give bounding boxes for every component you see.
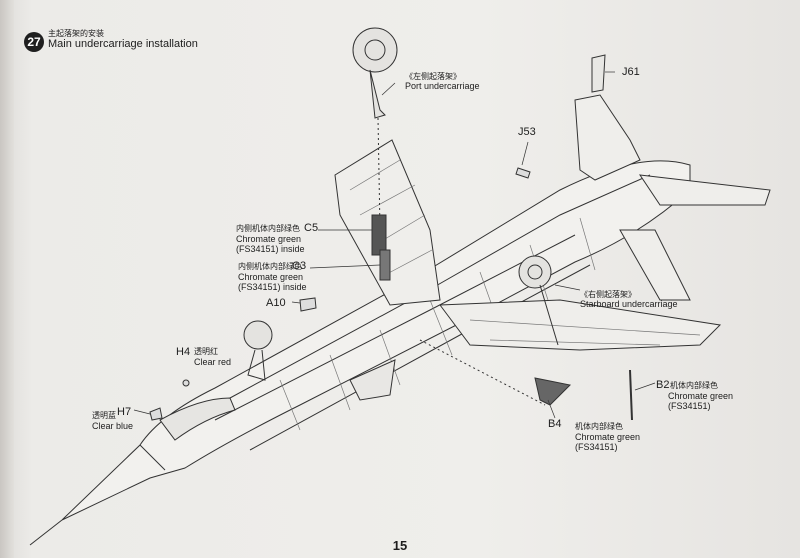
- step-number-badge: 27: [24, 32, 44, 52]
- part-a10-label: A10: [266, 297, 286, 309]
- step-title-en: Main undercarriage installation: [48, 38, 198, 50]
- part-c5-fs-code: (FS34151) inside: [236, 244, 305, 254]
- part-j61-label: J61: [622, 66, 640, 78]
- part-b4-color: Chromate green: [575, 432, 641, 442]
- part-j53-label: J53: [518, 126, 536, 138]
- part-c5-color: Chromate green: [236, 234, 302, 244]
- part-c3-label: C3: [292, 260, 307, 272]
- part-b4-fs-code: (FS34151): [575, 442, 618, 452]
- part-h7-label: H7: [117, 406, 132, 418]
- port-undercarriage-label: Port undercarriage: [405, 81, 480, 91]
- page-number: 15: [392, 538, 408, 553]
- part-h7-note-zh: 透明蓝: [92, 411, 116, 420]
- starboard-undercarriage-label: Starboard undercarriage: [580, 299, 678, 309]
- starboard-undercarriage-parts: [419, 255, 633, 421]
- part-h4-color: Clear red: [194, 357, 232, 367]
- part-b2-label: B2: [656, 379, 670, 391]
- horizontal-stabiliser: [638, 174, 771, 206]
- part-b2-note-zh: 机体内部绿色: [670, 381, 718, 390]
- part-b2-color: Chromate green: [668, 391, 734, 401]
- vertical-tail: [574, 94, 641, 181]
- port-undercarriage-label-zh: 《左侧起落架》: [405, 72, 461, 81]
- binding-edge: [0, 0, 14, 558]
- part-b4-label: B4: [548, 418, 562, 430]
- port-wing: [334, 139, 441, 306]
- part-c3-color: Chromate green: [238, 272, 304, 282]
- port-undercarriage-parts: [352, 27, 398, 281]
- starboard-wing: [439, 299, 722, 351]
- part-b2-fs-code: (FS34151): [668, 401, 711, 411]
- starboard-undercarriage-label-zh: 《右侧起落架》: [580, 290, 636, 299]
- part-h4-note-zh: 透明红: [194, 347, 218, 356]
- part-h4-label: H4: [176, 346, 191, 358]
- part-h7-color: Clear blue: [92, 421, 134, 431]
- part-c5-label: C5: [304, 222, 319, 234]
- part-b4-note-zh: 机体内部绿色: [575, 422, 623, 431]
- part-c3-fs-code: (FS34151) inside: [238, 282, 307, 292]
- part-c3-note-zh: 内侧机体内部绿色: [238, 262, 302, 271]
- part-c5-note-zh: 内侧机体内部绿色: [236, 224, 300, 233]
- step-title-zh: 主起落架的安装: [48, 29, 104, 38]
